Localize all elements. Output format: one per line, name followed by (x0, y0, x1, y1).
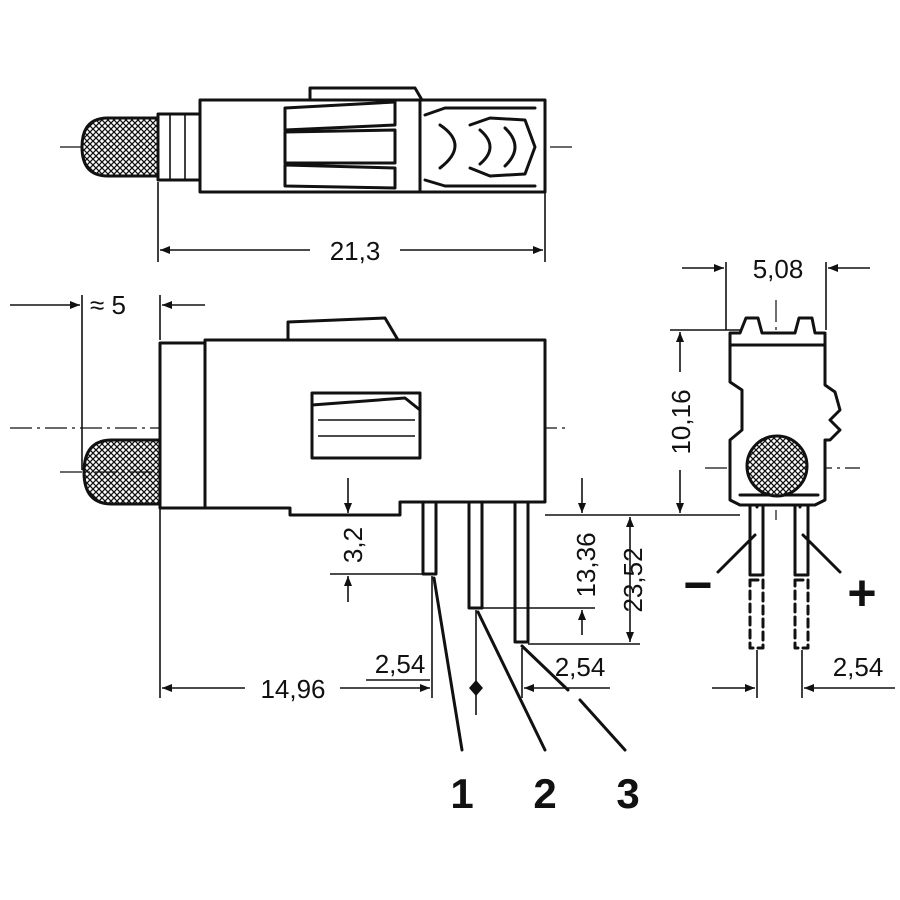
side-view-collar (158, 341, 207, 510)
top-view-collar (156, 112, 202, 182)
front-pin-minus-ext (748, 578, 765, 650)
side-view (10, 316, 570, 644)
front-view-lens (745, 434, 809, 498)
top-view-lens (80, 116, 162, 178)
dim-pin1-offset: 14,96 (159, 508, 433, 704)
top-view-body (198, 98, 547, 194)
pin-label-3: 3 (616, 770, 639, 817)
pin-label-1: 1 (450, 770, 473, 817)
pin-3 (513, 500, 530, 644)
polarity-plus: + (847, 565, 876, 621)
front-view (705, 300, 860, 650)
dim-pitch-a: 2,54 (366, 649, 430, 681)
dim-overall-length: 21,3 (157, 182, 546, 266)
pin-1 (421, 500, 438, 576)
dim-pin-length-long-label: 23,52 (618, 547, 648, 612)
dim-width-label: 5,08 (753, 254, 804, 284)
pin-2 (467, 500, 484, 610)
pin-2-centerline (469, 610, 483, 715)
polarity-minus: − (683, 557, 712, 613)
dim-pitch-a-label: 2,54 (375, 649, 426, 679)
dim-pitch-b-label: 2,54 (555, 652, 606, 682)
dim-pin-length-short-label: 13,36 (571, 532, 601, 597)
dim-pin-step-label: 3,2 (338, 527, 368, 563)
dim-pitch-c: 2,54 (712, 650, 895, 698)
dim-lens-projection: ≈ 5 (10, 290, 205, 470)
pin-leaders (432, 576, 627, 752)
side-view-body (203, 338, 547, 517)
dim-width: 5,08 (682, 254, 870, 330)
dim-pitch-c-label: 2,54 (833, 652, 884, 682)
dim-overall-length-label: 21,3 (330, 236, 381, 266)
side-view-slot (310, 391, 422, 460)
front-pin-plus-ext (793, 578, 810, 650)
dim-height-label: 10,16 (666, 389, 696, 454)
dim-lens-projection-label: ≈ 5 (90, 290, 126, 320)
dim-height: 10,16 (666, 329, 740, 513)
dim-pin-step: 3,2 (330, 478, 436, 602)
dim-pin-length: 13,36 23,52 (482, 478, 740, 645)
dim-pin1-offset-label: 14,96 (260, 674, 325, 704)
dim-pitch-b: 2,54 (521, 648, 610, 698)
pin-label-2: 2 (533, 770, 556, 817)
top-view (60, 86, 572, 194)
